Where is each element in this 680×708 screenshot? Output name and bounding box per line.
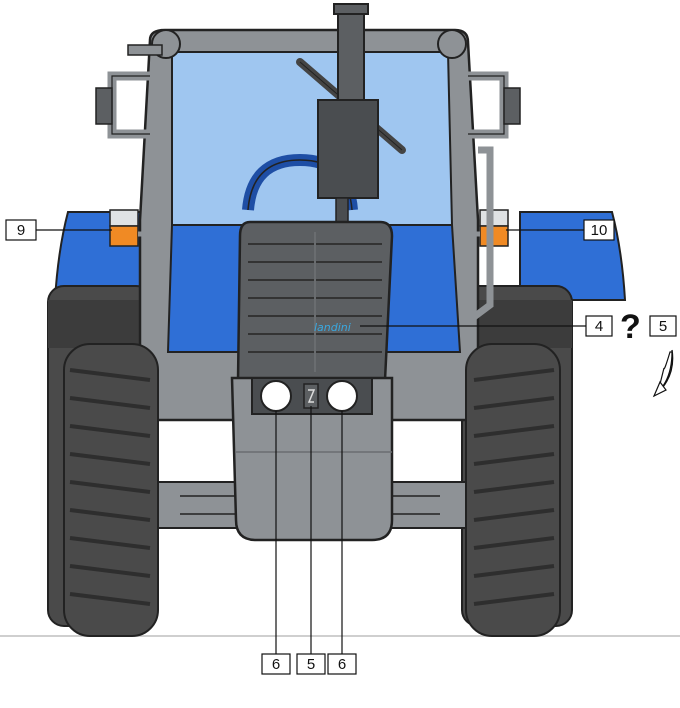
headlight-left — [260, 380, 292, 412]
cab-corner-right — [437, 29, 467, 59]
callout-box-10 — [583, 219, 615, 241]
rear-tire-left-top — [48, 300, 152, 348]
question-mark: ? — [620, 308, 641, 346]
callout-label-6-left: 6 — [272, 656, 280, 673]
callout-label-5-ref: 5 — [659, 318, 667, 335]
callout-box-4 — [585, 315, 613, 337]
headlight-right — [326, 380, 358, 412]
front-tire-left — [63, 343, 159, 637]
callout-box-6-left — [261, 653, 291, 675]
air-intake — [317, 99, 379, 199]
windscreen — [171, 51, 454, 226]
front-grille — [248, 232, 382, 372]
front-weight — [230, 376, 394, 542]
mirror-left — [95, 71, 150, 139]
callout-label-6-right: 6 — [338, 656, 346, 673]
mirror-right — [468, 71, 521, 139]
callout-label-10: 10 — [591, 222, 608, 239]
brand-emblem: landini — [314, 321, 351, 334]
curved-arrow-icon — [656, 351, 673, 394]
callout-box-5-ref — [649, 315, 677, 337]
callout-label-5-center: 5 — [307, 656, 315, 673]
callout-box-9 — [5, 219, 37, 241]
indicator-left — [109, 209, 152, 247]
callout-label-4: 4 — [595, 318, 603, 335]
callout-label-9: 9 — [17, 222, 25, 239]
front-tire-right — [465, 343, 561, 637]
callout-box-5-center — [296, 653, 326, 675]
callout-box-6-right — [327, 653, 357, 675]
grab-rail-right — [467, 146, 494, 323]
